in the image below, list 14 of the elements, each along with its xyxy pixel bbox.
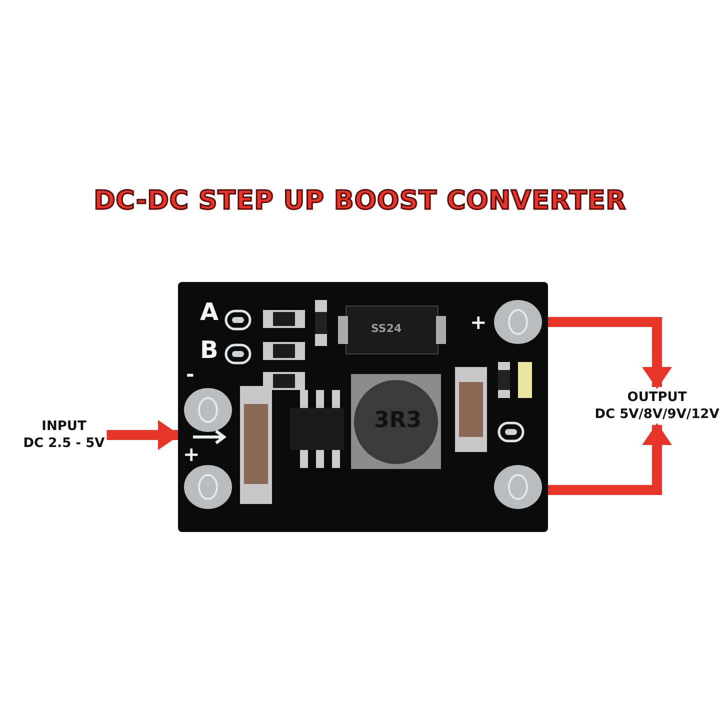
arrow: [548, 317, 672, 389]
polarity-mark: +: [183, 444, 200, 464]
arrow: [106, 420, 180, 450]
arrow: [548, 423, 672, 495]
silkscreen-letter: A: [200, 300, 219, 324]
node-text: DC 5V/8V/9V/12V: [594, 406, 720, 423]
title: DC-DC STEP UP BOOST CONVERTER: [92, 186, 628, 216]
node-text: DC 2.5 - 5V: [23, 435, 105, 452]
node-heading: OUTPUT: [627, 389, 687, 406]
node-heading: INPUT: [42, 418, 86, 435]
component-marking: SS24: [371, 323, 402, 334]
polarity-mark: +: [470, 312, 487, 332]
silkscreen-letter: B: [200, 338, 218, 362]
polarity-mark: -: [186, 364, 194, 384]
